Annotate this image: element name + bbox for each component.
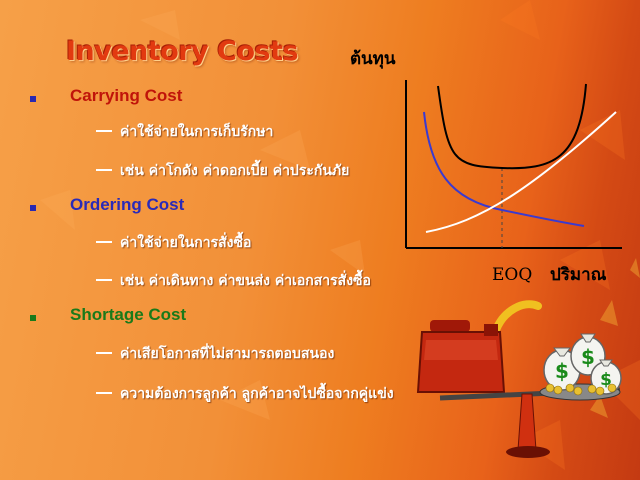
eoq-cost-chart: ต้นทุน EOQ ปริมาณ [350,49,622,285]
section-heading-carrying-cost: Carrying Cost [70,86,183,105]
eoq-label: EOQ [492,265,532,285]
dash-icon [96,278,112,281]
scale-clipart: $ $ $ [416,300,622,458]
balance-scale-icon [439,383,621,458]
list-item-text: ความต้องการลูกค้า ลูกค้าอาจไปซื้อจากคู่แ… [120,386,394,402]
dollar-sign: $ [581,345,595,369]
list-item-text: ค่าเสียโอกาสที่ไม่สามารถตอบสนอง [120,346,335,362]
list-item: ความต้องการลูกค้า ลูกค้าอาจไปซื้อจากคู่แ… [96,383,394,405]
dash-icon [96,129,112,132]
list-item: ค่าเสียโอกาสที่ไม่สามารถตอบสนอง [96,343,334,365]
dash-icon [96,168,112,171]
total-cost-curve [437,83,587,170]
section-heading-ordering-cost: Ordering Cost [70,195,185,214]
gold-coins-icon [545,383,617,396]
slide-title: Inventory Costs [66,36,299,67]
carrying-cost-curve [425,111,617,233]
bullet-marker [30,96,36,102]
list-item-text: เช่น ค่าโกดัง ค่าดอกเบี้ย ค่าประกันภัย [120,163,350,179]
list-item-text: เช่น ค่าเดินทาง ค่าขนส่ง ค่าเอกสารสั่งซื… [120,273,371,289]
section-heading-shortage-cost: Shortage Cost [70,305,187,324]
list-item: เช่น ค่าโกดัง ค่าดอกเบี้ย ค่าประกันภัย [96,160,349,182]
list-item: ค่าใช้จ่ายในการสั่งซื้อ [96,232,251,254]
fuel-can-icon [416,300,542,393]
dash-icon [96,240,112,243]
ordering-cost-curve [423,111,585,227]
dash-icon [96,351,112,354]
y-axis-label: ต้นทุน [350,49,396,69]
list-item: ค่าใช้จ่ายในการเก็บรักษา [96,121,273,143]
list-item-text: ค่าใช้จ่ายในการเก็บรักษา [120,124,274,140]
bullet-marker [30,205,36,211]
x-axis-label: ปริมาณ [550,265,607,285]
bullet-marker [30,315,36,321]
list-item: เช่น ค่าเดินทาง ค่าขนส่ง ค่าเอกสารสั่งซื… [96,270,371,292]
dash-icon [96,391,112,394]
dollar-sign: $ [600,370,612,390]
dollar-sign: $ [555,359,569,383]
list-item-text: ค่าใช้จ่ายในการสั่งซื้อ [120,235,252,251]
